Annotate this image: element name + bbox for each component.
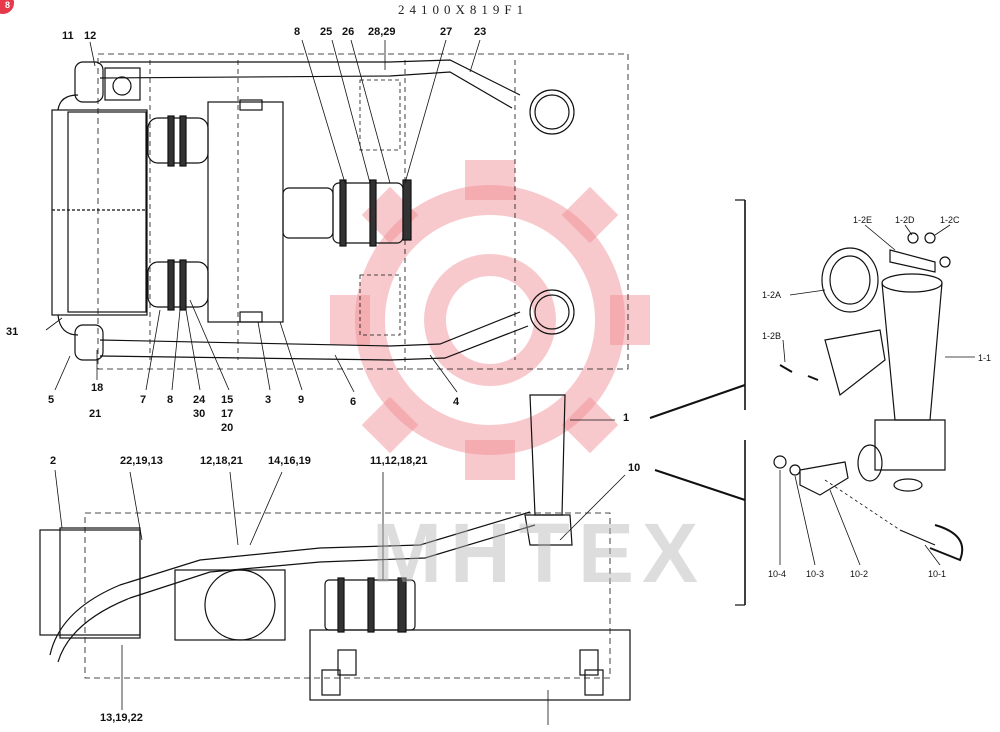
side-view-assembly — [39, 394, 631, 725]
callout-label: 13,19,22 — [100, 712, 143, 724]
callout-label: 21 — [89, 408, 102, 420]
callout-label: 8 — [167, 394, 174, 406]
callout-label: 25 — [320, 26, 333, 38]
callout-label: 1-1 — [978, 353, 992, 363]
callout-label: 5 — [48, 394, 55, 406]
callout-label: 9 — [298, 394, 305, 406]
callout-label: 22,19,13 — [120, 455, 163, 467]
callout-label: 10-1 — [928, 569, 947, 579]
detail-panels — [649, 199, 975, 606]
callout-label: 30 — [193, 408, 206, 420]
callout-label: 28,29 — [368, 26, 396, 38]
callout-label: 11,12,18,21 — [370, 455, 428, 467]
callout-label: 10-2 — [850, 569, 869, 579]
callout-label: 3 — [265, 394, 272, 406]
callout-label: 15 — [221, 394, 234, 406]
callout-label: 8 — [294, 26, 301, 38]
callout-label: 1-2C — [940, 215, 960, 225]
callout-label: 6 — [350, 396, 357, 408]
callout-label: 10 — [628, 462, 641, 474]
callout-label: 17 — [221, 408, 234, 420]
watermark-gear-icon — [355, 185, 625, 455]
callout-label: 12 — [84, 30, 97, 42]
callout-label: 7 — [140, 394, 147, 406]
drawing-code: 24100X819F1 — [398, 2, 529, 17]
corner-badge: 8 — [0, 0, 14, 14]
top-view-assembly — [45, 39, 629, 393]
callout-label: 26 — [342, 26, 355, 38]
callout-label: 11 — [62, 30, 74, 42]
callout-label: 20 — [221, 422, 234, 434]
callout-label: 10-3 — [806, 569, 825, 579]
callout-label: 24 — [193, 394, 206, 406]
callout-label: 1-2D — [895, 215, 915, 225]
callout-label: 23 — [474, 26, 487, 38]
callout-label: 4 — [453, 396, 460, 408]
callout-label: 12,18,21 — [200, 455, 243, 467]
callout-label: 1 — [623, 412, 630, 424]
callout-label: 27 — [440, 26, 453, 38]
callout-label: 10-4 — [768, 569, 787, 579]
callout-label: 14,16,19 — [268, 455, 311, 467]
watermark-text: MHTEX — [372, 506, 706, 600]
callout-label: 18 — [91, 382, 104, 394]
callout-label: 2 — [50, 455, 57, 467]
callout-label: 1-2A — [762, 290, 782, 300]
callout-label: 1-2B — [762, 331, 782, 341]
callout-label: 1-2E — [853, 215, 873, 225]
callout-label: 31 — [6, 326, 19, 338]
